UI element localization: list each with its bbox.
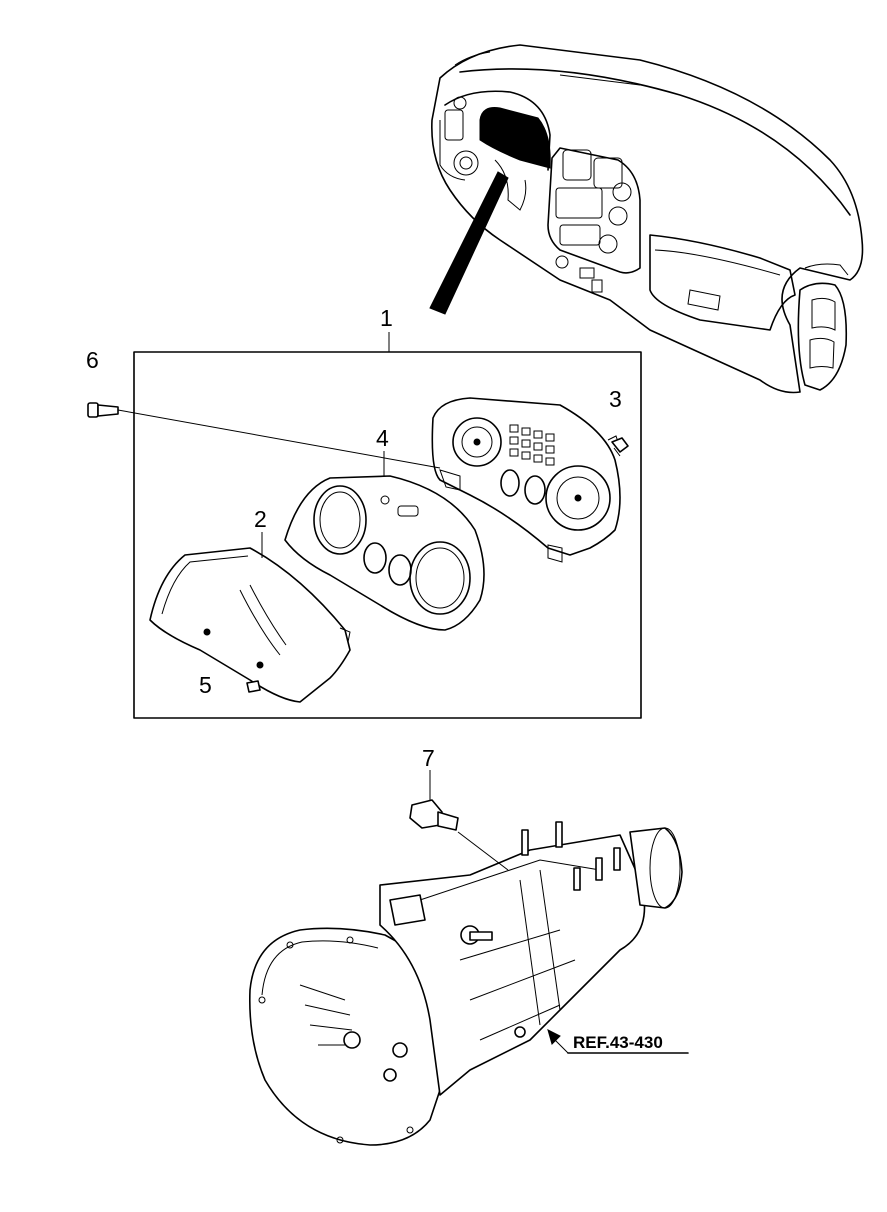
speed-sensor-part-7 — [409, 799, 509, 871]
transmission-illustration — [248, 821, 683, 1146]
reference-label: REF.43-430 — [573, 1033, 663, 1052]
callout-3: 3 — [609, 386, 622, 412]
screw-part-6 — [87, 402, 441, 469]
callout-6: 6 — [86, 347, 99, 373]
callout-7: 7 — [422, 745, 435, 771]
clip-part-5 — [246, 680, 261, 693]
cluster-lens-part-2 — [149, 547, 351, 703]
callout-5: 5 — [199, 672, 212, 698]
callout-1: 1 — [380, 305, 393, 331]
reference-arrow — [547, 1029, 689, 1054]
dashboard-illustration — [429, 44, 864, 394]
cluster-assembly-box — [133, 351, 642, 719]
callout-4: 4 — [376, 425, 389, 451]
bulb-part-3 — [611, 437, 629, 457]
cluster-bezel — [284, 475, 485, 631]
cluster-case-part-4 — [431, 397, 621, 563]
callout-2: 2 — [254, 506, 267, 532]
